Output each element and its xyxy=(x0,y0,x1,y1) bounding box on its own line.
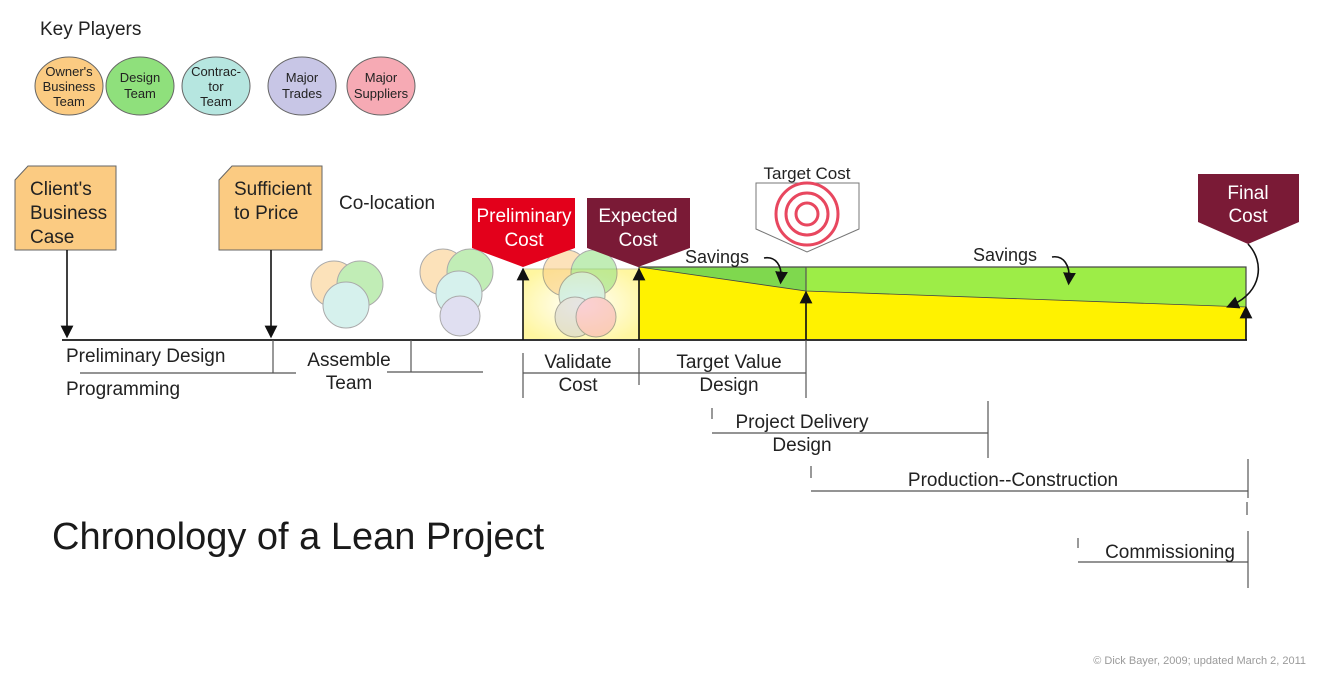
milestone-label: Business xyxy=(30,203,107,224)
colocation-circles-2 xyxy=(419,248,494,337)
legend-label: Major xyxy=(286,70,319,85)
legend-label: Major xyxy=(365,70,398,85)
colocation-circles-3 xyxy=(542,249,618,338)
legend-label: Owner's xyxy=(45,64,93,79)
milestone-expected-cost: Expected Cost xyxy=(587,198,690,340)
legend-contractor-team: Contrac- tor Team xyxy=(181,56,251,116)
colocation-circles-1 xyxy=(310,260,384,329)
legend-label: tor xyxy=(208,79,224,94)
phase-label: Commissioning xyxy=(1105,542,1235,563)
key-players-legend: Owner's Business Team Design Team Contra… xyxy=(34,56,416,116)
milestone-label: Cost xyxy=(618,230,658,251)
milestone-label: Case xyxy=(30,227,74,248)
milestone-label: Target Cost xyxy=(764,164,851,183)
savings-text: Savings xyxy=(973,245,1037,265)
legend-label: Business xyxy=(43,79,96,94)
savings-label-2: Savings xyxy=(973,245,1076,286)
legend-major-suppliers: Major Suppliers xyxy=(346,56,416,116)
milestone-label: Final xyxy=(1227,183,1268,204)
key-players-heading: Key Players xyxy=(40,19,141,40)
milestone-label: Expected xyxy=(598,206,677,227)
phase-programming: Programming xyxy=(66,379,180,400)
phase-preliminary-design: Preliminary Design xyxy=(66,340,296,374)
milestone-label: Client's xyxy=(30,179,92,200)
savings-text: Savings xyxy=(685,247,749,267)
legend-major-trades: Major Trades xyxy=(267,56,337,116)
phase-label: Validate xyxy=(544,352,611,373)
phase-label: Team xyxy=(326,373,372,394)
legend-owners-business-team: Owner's Business Team xyxy=(34,56,104,116)
phase-label: Design xyxy=(772,435,831,456)
milestone-final-cost: Final Cost xyxy=(1198,174,1299,340)
savings-label-1: Savings xyxy=(685,247,788,285)
milestone-preliminary-cost: Preliminary Cost xyxy=(472,198,575,340)
legend-label: Design xyxy=(120,70,160,85)
milestone-label: Preliminary xyxy=(476,206,572,227)
phase-production-construction: Production--Construction xyxy=(810,459,1249,515)
legend-design-team: Design Team xyxy=(105,56,175,116)
phase-label: Project Delivery xyxy=(735,412,869,433)
milestone-label: Cost xyxy=(504,230,544,251)
legend-label: Team xyxy=(53,94,85,109)
phase-label: Assemble xyxy=(307,350,390,371)
phase-commissioning: Commissioning xyxy=(1077,531,1249,588)
legend-label: Contrac- xyxy=(191,64,241,79)
milestone-client-business-case: Client's Business Case xyxy=(14,165,117,339)
phase-label: Production--Construction xyxy=(908,470,1118,491)
phase-assemble-team: Assemble Team xyxy=(307,340,483,394)
milestone-label: Sufficient xyxy=(234,179,313,200)
page-title: Chronology of a Lean Project xyxy=(52,516,545,558)
phase-label: Cost xyxy=(558,375,598,396)
legend-label: Suppliers xyxy=(354,86,409,101)
milestone-sufficient-to-price: Sufficient to Price xyxy=(218,165,323,339)
legend-label: Trades xyxy=(282,86,322,101)
copyright: © Dick Bayer, 2009; updated March 2, 201… xyxy=(1093,655,1306,667)
phase-label: Target Value xyxy=(676,352,781,373)
legend-label: Team xyxy=(200,94,232,109)
phase-label: Design xyxy=(699,375,758,396)
phase-validate-cost: Validate Cost xyxy=(522,348,640,398)
legend-label: Team xyxy=(124,86,156,101)
target-icon xyxy=(774,181,840,247)
milestone-target-cost: Target Cost xyxy=(755,164,860,340)
milestone-label: Cost xyxy=(1228,206,1268,227)
phase-project-delivery-design: Project Delivery Design xyxy=(711,401,989,458)
phase-target-value-design: Target Value Design xyxy=(639,340,807,398)
milestone-label: to Price xyxy=(234,203,298,224)
phase-label: Preliminary Design xyxy=(66,346,225,367)
colocation-label: Co-location xyxy=(339,193,435,214)
